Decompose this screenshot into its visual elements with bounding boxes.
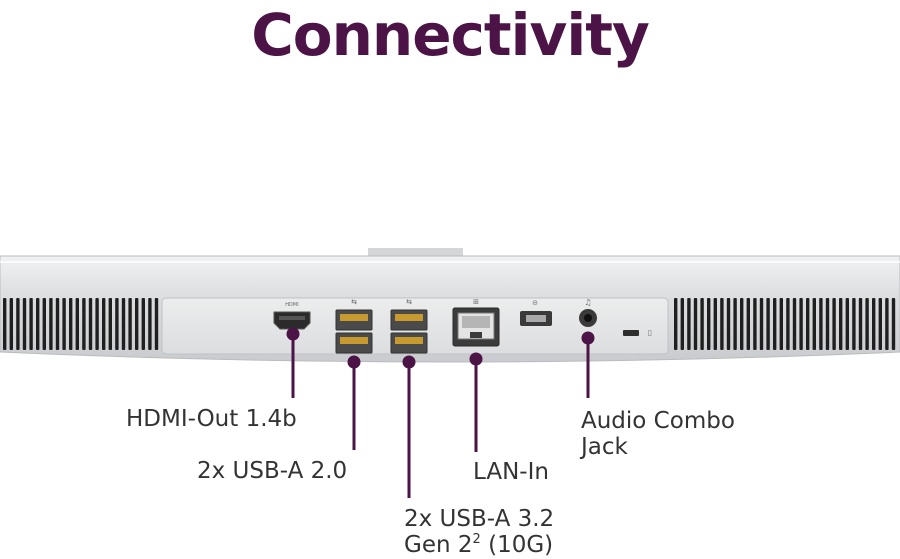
vent-slot [62,298,66,350]
vent-slot [674,298,678,350]
vent-slot [141,298,145,350]
vent-slot [766,298,770,350]
vent-slot [799,298,803,350]
vent-slot [891,298,896,350]
vent-slot [733,298,737,350]
vent-slot [128,298,132,350]
svg-text:♫: ♫ [584,298,591,307]
vent-slot [75,298,79,350]
svg-text:HDMI: HDMI [285,302,298,308]
vent-slot [3,298,7,350]
vent-slot [740,298,744,350]
vent-slot [121,298,126,350]
vent-right [674,298,896,350]
audio-jack-icon: ♫ [579,298,597,327]
label-audio-line2: Jack [581,434,628,460]
label-usb-a-3-2-line2: Gen 22 (10G) [404,532,554,558]
vent-slot [680,298,684,350]
vent-slot [759,298,764,350]
vent-slot [753,298,757,350]
vent-slot [773,298,777,350]
vent-slot [36,298,40,350]
label-audio-line1: Audio Combo [581,408,735,434]
vent-slot [42,298,46,350]
vent-slot [108,298,112,350]
svg-text:⇆: ⇆ [351,298,357,306]
vent-slot [102,298,106,350]
vent-slot [792,298,797,350]
vent-slot [852,298,856,350]
callout-usb32 [402,355,416,498]
label-usb-a-3-2-line1: 2x USB-A 3.2 [404,506,555,532]
vent-slot [707,298,711,350]
vent-slot [95,298,99,350]
svg-text:▯: ▯ [648,328,652,337]
vent-slot [726,298,731,350]
vent-slot [839,298,843,350]
page-title: Connectivity [251,1,650,69]
usb-a-port-icon: ⇆ [335,298,373,354]
label-audio: Audio Combo Jack [581,408,735,460]
svg-text:⇆: ⇆ [406,298,412,306]
vent-slot [49,298,53,350]
vent-slot [885,298,889,350]
vent-slot [819,298,823,350]
callout-usb2 [347,355,361,450]
vent-slot [69,298,73,350]
vent-slot [746,298,750,350]
vent-slot [700,298,704,350]
vent-slot [713,298,717,350]
vent-slot [806,298,810,350]
rj45-lan-port-icon: ⊞ [452,298,500,347]
vent-slot [148,298,152,350]
vent-slot [878,298,882,350]
vent-slot [720,298,724,350]
vent-slot [88,298,93,350]
vent-slot [29,298,33,350]
svg-text:⊞: ⊞ [473,298,479,306]
vent-slot [687,298,691,350]
vent-slot [786,298,790,350]
dc-power-connector-icon: ⊝ [520,299,552,326]
vent-slot [865,298,869,350]
vent-slot [9,298,13,350]
callout-lan [469,352,483,452]
callout-hdmi [286,327,300,398]
vent-slot [832,298,836,350]
vent-slot [858,298,863,350]
label-hdmi: HDMI-Out 1.4b [126,406,297,432]
vent-slot [812,298,816,350]
svg-text:⊝: ⊝ [532,299,538,307]
vent-slot [779,298,783,350]
vent-left [3,298,159,350]
vent-slot [872,298,876,350]
vent-slot [82,298,86,350]
security-lock-slot-icon: ▯ [623,328,652,337]
callout-audio [581,331,595,398]
label-usb-a-3-2: 2x USB-A 3.2 Gen 22 (10G) [404,506,554,558]
usb-a-port-icon: ⇆ [390,298,428,354]
vent-slot [693,298,698,350]
vent-slot [55,298,60,350]
label-usb-a-2-0: 2x USB-A 2.0 [197,458,348,484]
vent-slot [22,298,27,350]
vent-slot [135,298,139,350]
vent-slot [115,298,119,350]
label-lan: LAN-In [473,459,549,485]
vent-slot [16,298,20,350]
vent-slot [825,298,830,350]
vent-slot [845,298,849,350]
hdmi-port-icon: HDMI [273,302,311,330]
vent-slot [154,298,159,350]
stand-neck [368,248,463,256]
